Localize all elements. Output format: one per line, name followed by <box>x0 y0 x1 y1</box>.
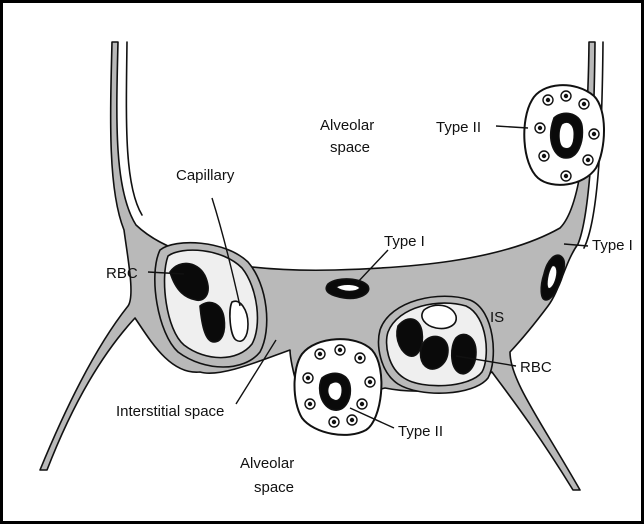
label-alveolar-space-top-1: Alveolar <box>320 117 374 134</box>
label-type-i-center: Type I <box>384 233 425 250</box>
label-rbc-right: RBC <box>520 359 552 376</box>
label-interstitial-space: Interstitial space <box>116 403 224 420</box>
right-capillary-nucleus <box>422 305 456 328</box>
label-alveolar-space-bottom-1: Alveolar <box>240 455 294 472</box>
label-is: IS <box>490 309 504 326</box>
label-alveolar-space-top-2: space <box>330 139 370 156</box>
leader-type-ii-top <box>496 126 528 128</box>
left-wall-line <box>126 42 142 215</box>
label-type-i-right: Type I <box>592 237 633 254</box>
label-type-ii-top: Type II <box>436 119 481 136</box>
type-ii-top-nucleus-inner <box>559 122 574 148</box>
type-ii-bottom-nucleus-inner <box>328 382 342 401</box>
label-type-ii-bottom: Type II <box>398 423 443 440</box>
label-capillary: Capillary <box>176 167 235 184</box>
right-capillary-rbc-3 <box>452 334 476 373</box>
label-alveolar-space-bottom-2: space <box>254 479 294 496</box>
label-rbc-left: RBC <box>106 265 138 282</box>
